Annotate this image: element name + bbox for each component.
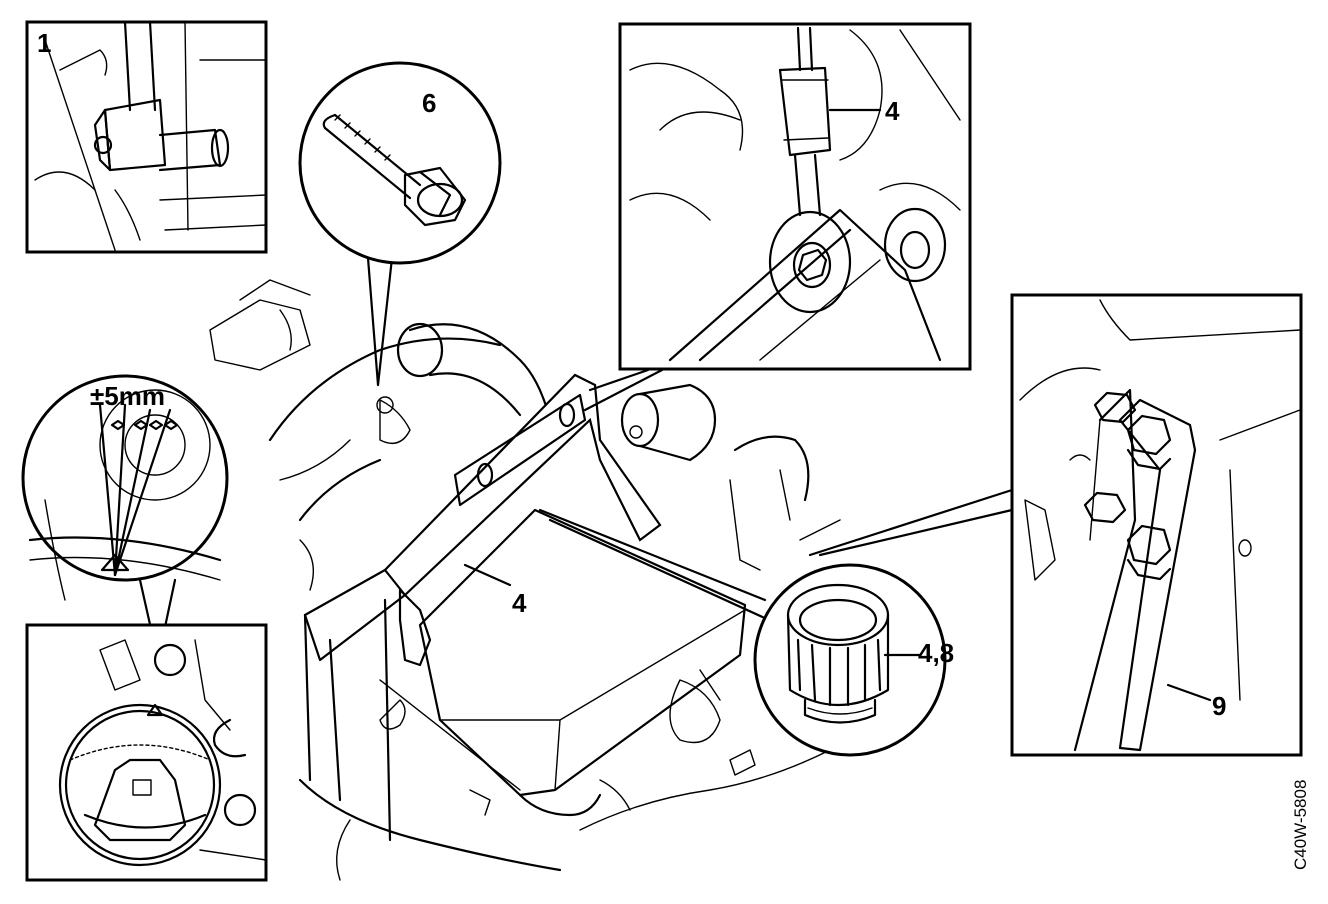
callout-frame-4: 4	[463, 563, 527, 618]
filler-cap-icon	[786, 583, 890, 724]
label-9: 9	[1212, 691, 1226, 721]
label-4-hose: 4	[885, 96, 900, 126]
label-4-frame: 4	[512, 588, 527, 618]
inset-1-bolt-location: 1	[25, 20, 268, 254]
bolt-icon	[322, 113, 467, 227]
label-4-8: 4,8	[918, 638, 954, 668]
inset-4-hose-clamp: 4	[583, 22, 972, 412]
drawing-code: C40W-5808	[1291, 780, 1310, 870]
bolt-heads	[1083, 391, 1172, 581]
inset-crankshaft-pulley	[25, 623, 268, 882]
callout-cap-4-8: 4,8	[538, 508, 954, 757]
label-tolerance: ±5mm	[90, 381, 165, 411]
label-1: 1	[37, 28, 51, 58]
callout-bolt-6: 6	[298, 61, 502, 387]
label-6: 6	[422, 88, 436, 118]
main-engine-bay-illustration	[209, 279, 841, 881]
callout-tolerance-5mm: ±5mm	[21, 374, 229, 662]
battery-tray-frame	[303, 373, 662, 842]
inset-9-mounting-plate: 9	[808, 293, 1303, 757]
